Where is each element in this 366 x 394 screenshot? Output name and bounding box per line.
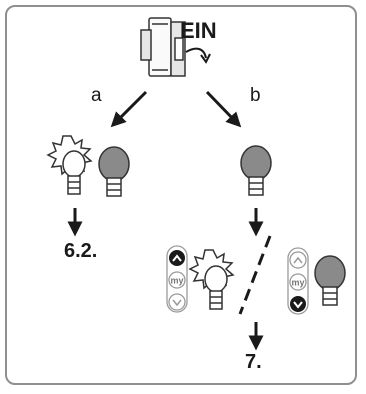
lamp-on-icon: [188, 249, 235, 310]
chevron-up-icon: [172, 254, 182, 262]
diagram-frame: [5, 5, 357, 385]
step-7-label: 7.: [245, 351, 262, 373]
lamp-off-icon: [314, 255, 346, 306]
svg-text:my: my: [170, 276, 183, 286]
lamp-on-icon: [46, 135, 93, 195]
up-button-active: [169, 250, 185, 266]
branch-b-label: b: [250, 85, 261, 106]
lamp-off-icon: [240, 145, 272, 196]
my-button: [289, 273, 307, 291]
chevron-down-icon: [293, 301, 303, 309]
down-button: [168, 293, 186, 311]
circuit-breaker-icon: [140, 17, 211, 77]
svg-text:my: my: [291, 278, 304, 288]
power-on-label: EIN: [180, 18, 217, 43]
step-6-2-label: 6.2.: [64, 240, 98, 262]
down-button-active: [290, 296, 306, 312]
chevron-down-icon: [172, 299, 182, 307]
chevron-up-icon: [293, 256, 303, 264]
my-button: [168, 271, 186, 289]
arrow-branch-b: [205, 90, 242, 128]
remote-control-icon: my: [166, 245, 188, 313]
remote-control-icon: my: [287, 247, 309, 315]
lamp-off-icon: [98, 146, 130, 197]
branch-a-label: a: [91, 85, 102, 106]
up-button: [289, 251, 307, 269]
arrow-branch-a: [110, 90, 148, 128]
dashed-separator: [238, 235, 272, 315]
